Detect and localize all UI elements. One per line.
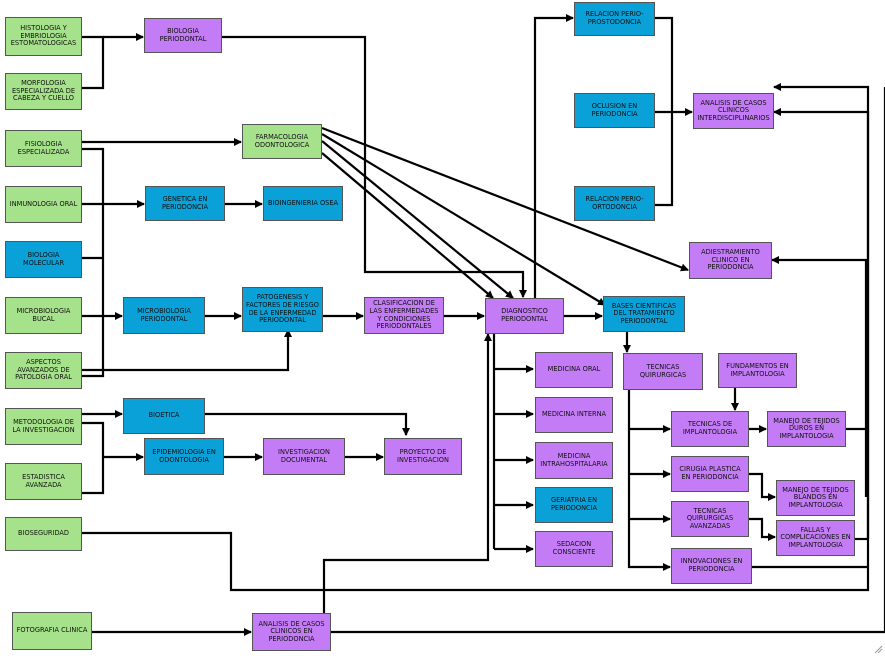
node-manejo-tejidos-duros: MANEJO DE TEJIDOS DUROS EN IMPLANTOLOGIA: [767, 411, 846, 447]
connector-right-loop-adiestramiento: [771, 256, 868, 497]
node-epidemiologia: EPIDEMIOLOGIA EN ODONTOLOGIA: [144, 438, 224, 475]
node-estadistica: ESTADISTICA AVANZADA: [5, 463, 82, 500]
node-adiestramiento: ADIESTRAMIENTO CLINICO EN PERIODONCIA: [689, 242, 772, 279]
node-farmacologia: FARMACOLOGIA ODONTOLOGICA: [242, 124, 322, 159]
connector-biologia-periodontal-diagnostico: [222, 35, 527, 298]
node-medicina-intrahospitalaria: MEDICINA INTRAHOSPITALARIA: [535, 442, 613, 479]
connector-tecnicas-avanz-fallas: [749, 517, 776, 541]
node-proyecto: PROYECTO DE INVESTIGACION: [384, 438, 462, 475]
node-oclusion: OCLUSION EN PERIODONCIA: [574, 93, 655, 128]
connector-bioseguridad-loop: [82, 83, 870, 592]
node-histologia: HISTOLOGIA Y EMBRIOLOGIA ESTOMATOLOGICAS: [5, 17, 82, 56]
node-geriatria: GERIATRIA EN PERIODONCIA: [535, 487, 613, 523]
connector-bracket-fisiologia-aspectos: [82, 147, 105, 378]
node-tecnicas-avanzadas: TECNICAS QUIRURGICAS AVANZADAS: [671, 501, 749, 537]
node-morfologia: MORFOLOGIA ESPECIALIZADA DE CABEZA Y CUE…: [5, 73, 82, 110]
resize-grip-icon: [874, 645, 883, 654]
node-analisis-periodoncia: ANALISIS DE CASOS CLINICOS EN PERIODONCI…: [252, 613, 331, 651]
connector-tecnicas-quir-spine: [627, 390, 671, 571]
connector-analisis-right-loop: [331, 87, 885, 634]
node-aspectos-patologia: ASPECTOS AVANZADOS DE PATOLOGIA ORAL: [5, 352, 82, 389]
node-medicina-oral: MEDICINA ORAL: [535, 352, 613, 388]
node-patogenesis: PATOGENESIS Y FACTORES DE RIESGO DE LA E…: [242, 287, 323, 332]
connector-aspectos-patogenesis: [82, 329, 292, 372]
connector-bioetica-proyecto: [205, 412, 410, 436]
connector-histologia-biologia-periodontal: [82, 35, 105, 90]
node-microbiologia-bucal: MICROBIOLOGIA BUCAL: [5, 297, 82, 334]
node-innovaciones: INNOVACIONES EN PERIODONCIA: [671, 548, 752, 584]
node-bioingenieria: BIOINGENIERIA OSEA: [263, 186, 343, 221]
node-bioetica: BIOETICA: [123, 398, 205, 434]
connector-cirugia-manejo-blandos: [749, 472, 776, 501]
connector-farmacologia-adiestramiento: [321, 126, 689, 272]
node-microbiologia-periodontal: MICROBIOLOGIA PERIODONTAL: [123, 297, 205, 334]
node-relacion-orto: RELACION PERIO-ORTODONCIA: [574, 186, 655, 221]
node-tecnicas-quirurgicas: TECNICAS QUIRURGICAS: [623, 353, 703, 390]
node-metodologia: METODOLOGIA DE LA INVESTIGACION: [5, 408, 82, 445]
node-tecnicas-implantologia: TECNICAS DE IMPLANTOLOGIA: [671, 411, 749, 447]
node-fotografia: FOTOGRAFIA CLINICA: [12, 612, 92, 650]
node-medicina-interna: MEDICINA INTERNA: [535, 397, 613, 433]
connector-metodologia-estadistica-bracket: [82, 421, 105, 495]
node-inmunologia: INMUNOLOGIA ORAL: [5, 186, 82, 223]
node-investigacion-documental: INVESTIGACION DOCUMENTAL: [263, 438, 345, 475]
node-diagnostico: DIAGNOSTICO PERIODONTAL: [485, 298, 564, 334]
node-fundamentos-implantologia: FUNDAMENTOS EN IMPLANTOLOGIA: [718, 353, 797, 388]
connector-farmacologia-diagnostico-b: [321, 152, 494, 299]
connector-farmacologia-diagnostico-a: [321, 140, 514, 299]
connector-farmacologia-bases: [321, 133, 606, 306]
node-manejo-tejidos-blandos: MANEJO DE TEJIDOS BLANDOS EN IMPLANTOLOG…: [776, 480, 855, 516]
node-cirugia-plastica: CIRUGIA PLASTICA EN PERIODONCIA: [671, 456, 749, 492]
node-sedacion: SEDACION CONSCIENTE: [535, 531, 613, 567]
node-fallas-complicaciones: FALLAS Y COMPLICACIONES EN IMPLANTOLOGIA: [776, 520, 855, 556]
connector-diagnostico-spine-up: [533, 14, 574, 298]
node-bases-cientificas: BASES CIENTIFICAS DEL TRATAMIENTO PERIOD…: [603, 296, 685, 332]
node-bioseguridad: BIOSEGURIDAD: [5, 517, 82, 551]
node-biologia-periodontal: BIOLOGIA PERIODONTAL: [144, 18, 222, 53]
node-genetica: GENETICA EN PERIODONCIA: [145, 186, 225, 221]
node-clasificacion: CLASIFICACION DE LAS ENFERMEDADES Y COND…: [364, 297, 444, 334]
connector-analisis-diagnostico: [322, 333, 492, 620]
node-relacion-prosto: RELACION PERIO-PROSTODONCIA: [574, 2, 655, 36]
node-fisiologia: FISIOLOGIA ESPECIALIZADA: [5, 130, 82, 167]
node-biologia-molecular: BIOLOGIA MOLECULAR: [5, 241, 82, 278]
connector-right-loop-analisis-inter: [773, 108, 870, 539]
node-analisis-interdisciplinarios: ANALISIS DE CASOS CLINICOS INTERDISCIPLI…: [693, 93, 774, 129]
